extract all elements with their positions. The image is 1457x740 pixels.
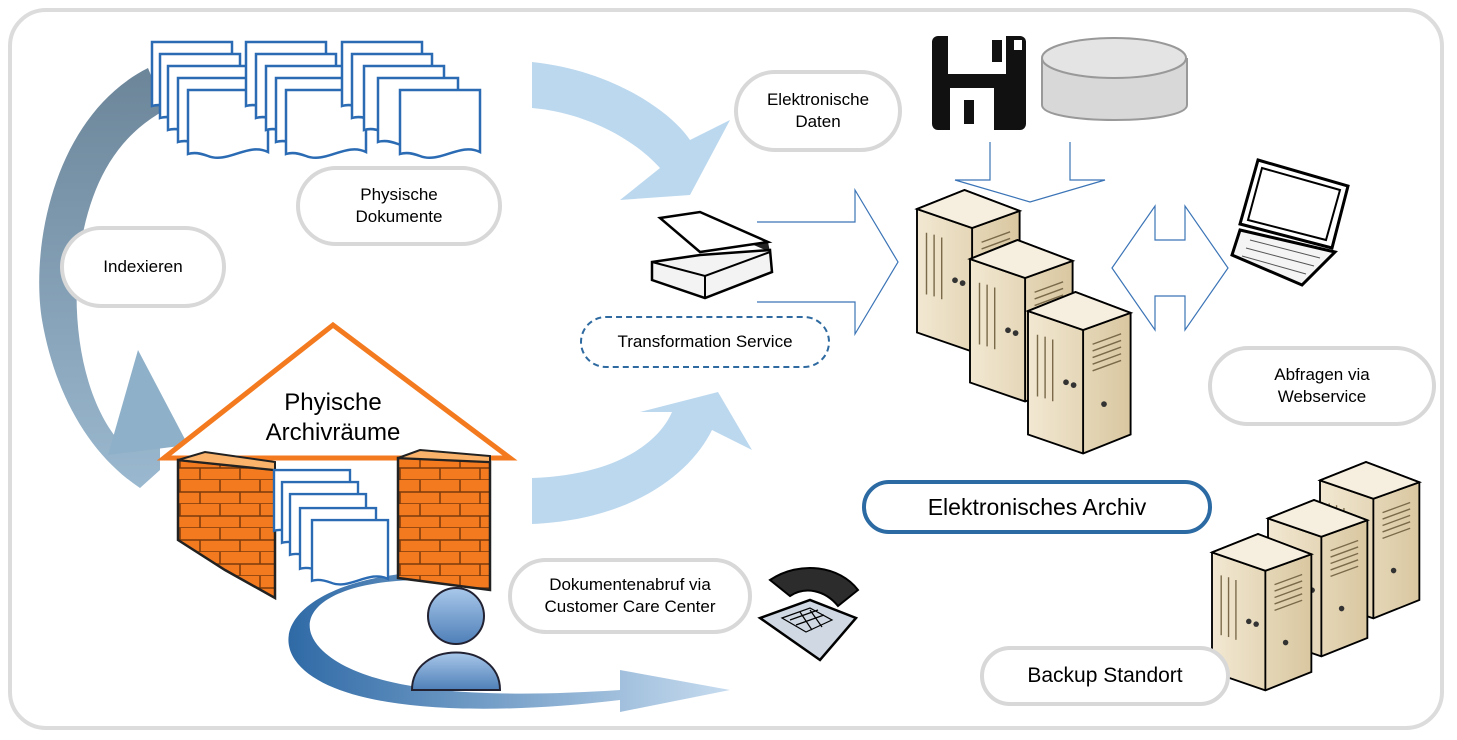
scanner-icon [650,210,774,300]
arrow-archive-to-transformation [532,392,752,524]
arrow-archive-laptop [1111,204,1229,332]
telephone-icon [757,567,860,662]
label-electronic-archive: Elektronisches Archiv [862,480,1212,534]
user-icon [410,587,502,691]
label-document-retrieval: Dokumentenabruf via Customer Care Center [508,558,752,634]
laptop-icon [1230,158,1350,287]
label-backup-site: Backup Standort [980,646,1230,706]
label-physical-archive-rooms: Phyische Archivräume [265,389,401,446]
label-physical-documents: Physische Dokumente [296,166,502,246]
archive-building-icon [156,321,518,601]
label-query-webservice: Abfragen via Webservice [1208,346,1436,426]
database-icon [1041,37,1188,121]
server-rack-icon [1211,461,1421,692]
label-transformation-service: Transformation Service [580,316,830,368]
server-rack-icon [916,189,1132,455]
arrow-retrieval [288,571,730,712]
arrow-transformation-to-archive [757,187,899,337]
document-stack-icon [150,40,482,160]
floppy-disk-icon [932,36,1026,130]
indexing-arrow-head [108,350,188,455]
arrow-documents-to-scanner [532,62,730,200]
arrow-storage-to-archive [954,142,1106,203]
label-electronic-data: Elektronische Daten [734,70,902,152]
indexing-arrow [39,68,165,488]
label-indexing: Indexieren [60,226,226,308]
